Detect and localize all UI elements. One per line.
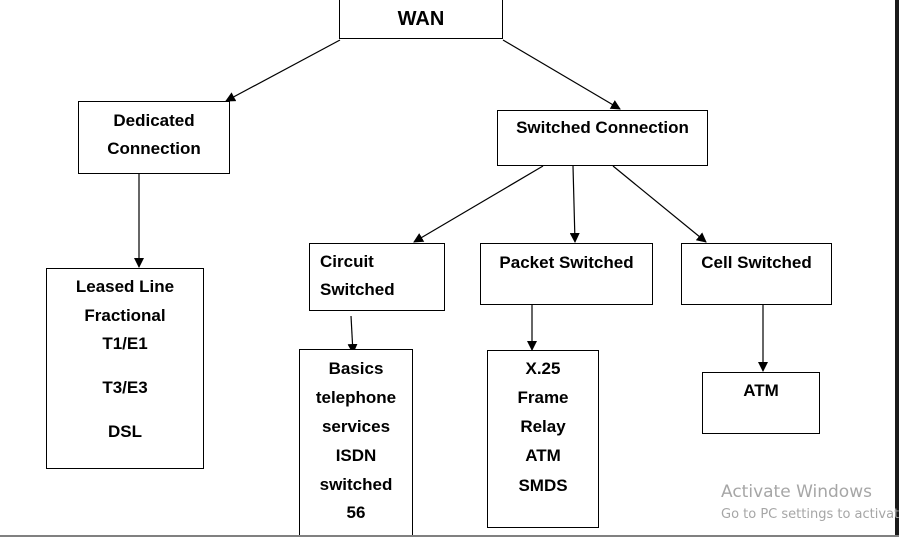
- dedicated-label-line1: Dedicated: [113, 111, 195, 130]
- switched-text: switched: [319, 475, 393, 494]
- fifty-six-text: 56: [346, 503, 366, 522]
- arrow-switched-to-circuit: [413, 165, 544, 243]
- telephone-text: telephone: [315, 388, 397, 407]
- cell-switched-label: Cell Switched: [701, 253, 812, 272]
- switched-connection-label: Switched Connection: [516, 118, 689, 137]
- packet-switched-label: Packet Switched: [499, 253, 634, 272]
- isdn-text: ISDN: [335, 446, 377, 465]
- wan-node: [339, 0, 503, 39]
- fractional-text: Fractional: [84, 306, 166, 325]
- circuit-services-node: [299, 349, 413, 537]
- circuit-label-line1: Circuit: [320, 252, 374, 271]
- relay-text: Relay: [520, 417, 566, 436]
- arrow-wan-to-dedicated: [225, 39, 341, 102]
- t1-e1-text: T1/E1: [102, 334, 148, 353]
- cell-atm-node: [702, 372, 820, 434]
- window-edge-right: [895, 0, 899, 537]
- arrow-switched-to-cell: [612, 165, 707, 243]
- packet-switched-node: [480, 243, 653, 305]
- arrow-switched-to-packet: [569, 165, 580, 243]
- x25-text: X.25: [525, 359, 561, 378]
- activate-windows-subtitle: Go to PC settings to activate: [721, 507, 899, 522]
- window-edge-bottom: [0, 535, 899, 537]
- services-text: services: [321, 417, 391, 436]
- arrow-circuit-to-services: [347, 315, 358, 354]
- dedicated-label-line2: Connection: [107, 139, 201, 158]
- dsl-text: DSL: [108, 422, 142, 441]
- packet-atm-text: ATM: [525, 446, 561, 465]
- cell-switched-node: [681, 243, 832, 305]
- cell-atm-text: ATM: [743, 381, 779, 400]
- leased-line-text: Leased Line: [75, 277, 175, 296]
- wan-label: WAN: [397, 8, 445, 30]
- frame-text: Frame: [517, 388, 569, 407]
- dedicated-connection-node: [78, 101, 230, 174]
- activate-windows-title: Activate Windows: [721, 482, 872, 502]
- packet-list-node: [487, 350, 599, 528]
- circuit-label-line2: Switched: [320, 280, 395, 299]
- switched-connection-node: [497, 110, 708, 166]
- basics-text: Basics: [328, 359, 384, 378]
- t3-e3-text: T3/E3: [102, 378, 148, 397]
- circuit-switched-node: [309, 243, 445, 311]
- arrow-wan-to-switched: [502, 39, 621, 110]
- leased-line-node: [46, 268, 204, 469]
- smds-text: SMDS: [518, 476, 568, 495]
